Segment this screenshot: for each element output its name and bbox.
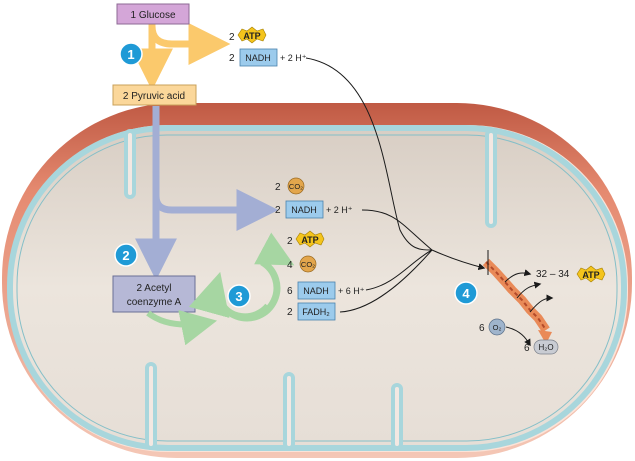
electron-transport-chain [482, 250, 554, 347]
pyruvate-nadh-box [285, 200, 324, 219]
cristae [124, 129, 497, 450]
pyruvate-nadh-label: NADH [291, 205, 317, 215]
glycolysis-nadh-label: NADH [245, 53, 271, 63]
atp-star-icon [237, 26, 267, 44]
step-3-circle: 3 [227, 284, 251, 308]
pyruvate-oxidation-products: 2 CO₂ 2 NADH + 2 H⁺ [275, 177, 353, 219]
pyruvate-oxidation-flow [135, 106, 279, 281]
glycolysis-atp-label: ATP [243, 31, 260, 41]
krebs-atp-label: ATP [301, 235, 318, 245]
krebs-fadh2-coef: 2 [287, 307, 293, 318]
krebs-co2-coef: 4 [287, 260, 293, 271]
krebs-fadh2-label: FADH₂ [302, 307, 330, 317]
h2o-box [533, 339, 559, 355]
krebs-atp-coef: 2 [287, 236, 293, 247]
step-2-label: 2 [122, 248, 129, 263]
acetyl-coa-box: 2 Acetyl coenzyme A [112, 275, 196, 313]
glycolysis-nadh-suffix: + 2 H⁺ [280, 53, 307, 63]
step-2-circle: 2 [114, 243, 138, 267]
step-3-label: 3 [235, 289, 242, 304]
electron-carrier-arrows [305, 57, 486, 313]
glycolysis-nadh-coef: 2 [229, 53, 235, 64]
etc-h2o-label: H₂O [538, 343, 553, 352]
glucose-box: 1 Glucose [116, 3, 190, 25]
co2-circle-icon [299, 255, 317, 273]
glycolysis-nadh-box [239, 48, 278, 67]
acetyl-coa-line1: 2 Acetyl [136, 283, 171, 294]
krebs-nadh-coef: 6 [287, 286, 293, 297]
krebs-cycle [146, 232, 295, 346]
pyruvate-nadh-suffix: + 2 H⁺ [326, 205, 353, 215]
krebs-fadh2-box [297, 302, 336, 321]
pyruvic-acid-box: 2 Pyruvic acid [112, 84, 197, 106]
step-4-circle: 4 [454, 281, 478, 305]
etc-atp-label: ATP [582, 270, 599, 280]
step-1-circle: 1 [119, 42, 143, 66]
etc-o2-label: O₂ [493, 323, 502, 332]
glycolysis-atp-coef: 2 [229, 32, 235, 43]
etc-products: 32 – 34 ATP 6 O₂ 6 H₂O [479, 265, 606, 355]
etc-o2-coef: 6 [479, 323, 485, 334]
pyruvate-co2-coef: 2 [275, 182, 281, 193]
atp-star-icon [295, 230, 325, 248]
step-4-label: 4 [462, 286, 470, 301]
glycolysis-flow [131, 22, 231, 91]
mitochondrion [2, 103, 632, 458]
co2-circle-icon [287, 177, 305, 195]
pyruvic-acid-label: 2 Pyruvic acid [123, 91, 185, 102]
glucose-label: 1 Glucose [130, 10, 175, 21]
etc-h2o-coef: 6 [524, 343, 530, 354]
acetyl-coa-line2: coenzyme A [127, 297, 182, 308]
krebs-nadh-suffix: + 6 H⁺ [338, 286, 365, 296]
pyruvate-co2-label: CO₂ [289, 182, 303, 191]
krebs-products: 2 ATP 4 CO₂ 6 NADH + 6 H⁺ 2 FADH₂ [287, 230, 365, 321]
o2-circle-icon [488, 318, 506, 336]
atp-star-icon [576, 265, 606, 283]
etc-atp-yield: 32 – 34 [536, 269, 570, 280]
step-1-label: 1 [127, 47, 134, 62]
krebs-nadh-label: NADH [303, 286, 329, 296]
glycolysis-products: 2 ATP 2 NADH + 2 H⁺ [229, 26, 307, 67]
krebs-nadh-box [297, 281, 336, 300]
krebs-co2-label: CO₂ [301, 260, 315, 269]
pyruvate-nadh-coef: 2 [275, 205, 281, 216]
